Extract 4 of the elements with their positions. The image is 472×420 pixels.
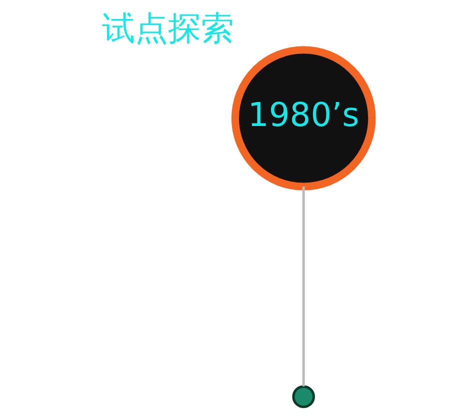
node-circle bbox=[292, 385, 314, 408]
node-label: 试点探索 bbox=[102, 8, 234, 48]
connector bbox=[302, 186, 304, 386]
node-circle: 1980’s bbox=[230, 46, 376, 190]
